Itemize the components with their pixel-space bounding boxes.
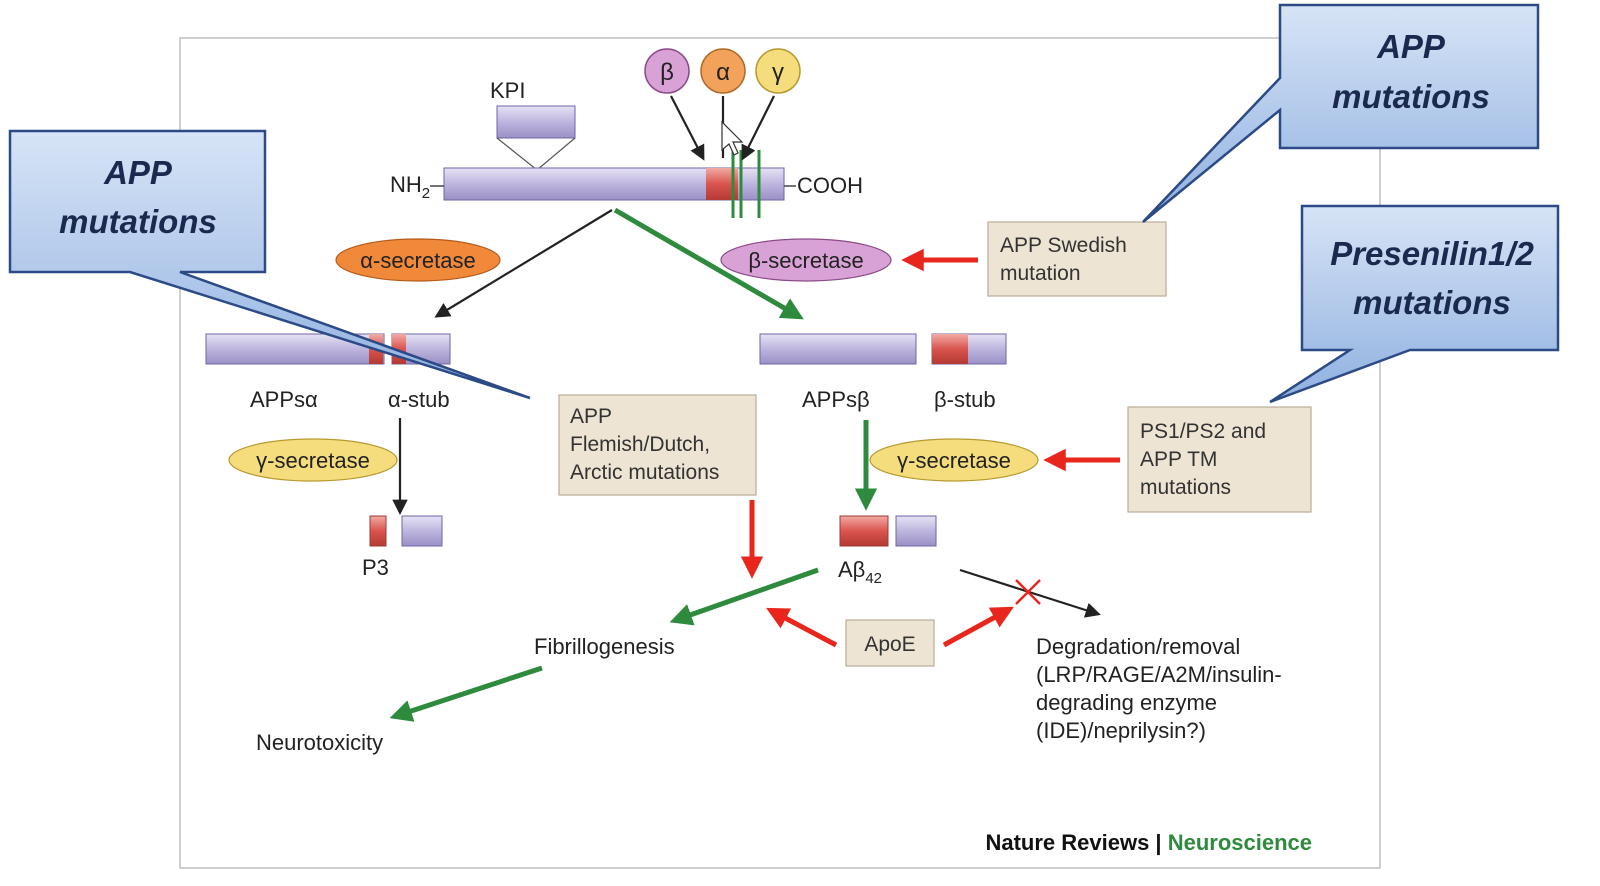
- svg-text:APP: APP: [103, 154, 173, 191]
- svg-text:β: β: [660, 59, 674, 86]
- red-arrow-apoe-left: [766, 607, 838, 648]
- arrow-beta-site: [670, 95, 705, 161]
- apps-beta-label: APPsβ: [802, 387, 870, 412]
- svg-text:degrading enzyme: degrading enzyme: [1036, 690, 1217, 715]
- neurotoxicity-label: Neurotoxicity: [256, 730, 383, 755]
- green-arrow-to-neurotoxicity: [389, 665, 543, 722]
- callout-presenilin-mutations: Presenilin1/2 mutations: [1269, 204, 1560, 404]
- svg-text:Degradation/removal: Degradation/removal: [1036, 634, 1240, 659]
- gamma-secretase-left: γ-secretase: [228, 438, 398, 482]
- svg-text:APP: APP: [570, 405, 612, 428]
- svg-text:APP Swedish: APP Swedish: [1000, 234, 1127, 257]
- alpha-secretase: α-secretase: [335, 238, 501, 282]
- apps-beta-fragment: [759, 333, 917, 365]
- p3-label: P3: [362, 555, 389, 580]
- cooh-label: COOH: [797, 173, 863, 198]
- nh2-label: NH2: [390, 172, 430, 202]
- journal-credit: Nature Reviews | Neuroscience: [985, 830, 1312, 855]
- svg-text:α: α: [716, 59, 730, 86]
- svg-text:γ-secretase: γ-secretase: [897, 448, 1011, 473]
- svg-text:mutations: mutations: [1140, 476, 1231, 499]
- alpha-stub-label: α-stub: [388, 387, 450, 412]
- svg-text:mutation: mutation: [1000, 262, 1081, 285]
- beta-secretase: β-secretase: [720, 238, 892, 282]
- cleavage-site-gamma: γ: [755, 48, 801, 94]
- gamma-secretase-right: γ-secretase: [869, 438, 1039, 482]
- apoe-box: ApoE: [845, 619, 935, 667]
- callout-app-mutations-top-right: APP mutations: [1142, 3, 1540, 223]
- app-full-length: NH2 COOH: [390, 150, 863, 218]
- swedish-mutation-box: APP Swedish mutation: [987, 221, 1167, 297]
- beta-stub-fragment: [931, 333, 1007, 365]
- flemish-dutch-arctic-box: APP Flemish/Dutch, Arctic mutations: [558, 394, 757, 496]
- apps-alpha-label: APPsα: [250, 387, 318, 412]
- svg-text:Flemish/Dutch,: Flemish/Dutch,: [570, 433, 710, 456]
- blocked-cross-icon: [1015, 579, 1041, 605]
- svg-text:mutations: mutations: [1353, 284, 1511, 321]
- svg-text:PS1/PS2 and: PS1/PS2 and: [1140, 420, 1266, 443]
- red-arrow-apoe-right: [942, 606, 1014, 648]
- svg-text:APP: APP: [1376, 28, 1446, 65]
- callout-app-mutations-left: APP mutations: [8, 129, 531, 400]
- arrow-beta-pathway: [613, 207, 804, 320]
- svg-text:(LRP/RAGE/A2M/insulin-: (LRP/RAGE/A2M/insulin-: [1036, 662, 1282, 687]
- cursor-icon: [721, 120, 744, 156]
- p3-fragment: [369, 515, 443, 547]
- kpi-domain: KPI: [490, 78, 576, 171]
- green-arrow-to-fibrillogenesis: [669, 567, 819, 626]
- svg-text:γ-secretase: γ-secretase: [256, 448, 370, 473]
- svg-text:mutations: mutations: [1332, 78, 1490, 115]
- svg-text:Presenilin1/2: Presenilin1/2: [1330, 235, 1534, 272]
- abeta42-label: Aβ42: [838, 557, 882, 587]
- svg-text:(IDE)/neprilysin?): (IDE)/neprilysin?): [1036, 718, 1206, 743]
- svg-text:γ: γ: [772, 59, 784, 86]
- svg-text:APP TM: APP TM: [1140, 448, 1217, 471]
- abeta42-fragment: [839, 515, 937, 547]
- kpi-label: KPI: [490, 78, 525, 103]
- svg-text:mutations: mutations: [59, 203, 217, 240]
- cleavage-site-alpha: α: [700, 48, 746, 94]
- svg-text:Arctic mutations: Arctic mutations: [570, 461, 719, 484]
- beta-stub-label: β-stub: [934, 387, 996, 412]
- svg-text:α-secretase: α-secretase: [360, 248, 475, 273]
- degradation-label: Degradation/removal (LRP/RAGE/A2M/insuli…: [1036, 634, 1282, 743]
- arrow-alpha-pathway: [434, 209, 613, 318]
- arrow-gamma-site: [741, 95, 775, 161]
- svg-text:ApoE: ApoE: [864, 633, 915, 656]
- svg-text:β-secretase: β-secretase: [748, 248, 863, 273]
- cleavage-site-beta: β: [644, 48, 690, 94]
- ps1-ps2-box: PS1/PS2 and APP TM mutations: [1127, 406, 1312, 513]
- fibrillogenesis-label: Fibrillogenesis: [534, 634, 675, 659]
